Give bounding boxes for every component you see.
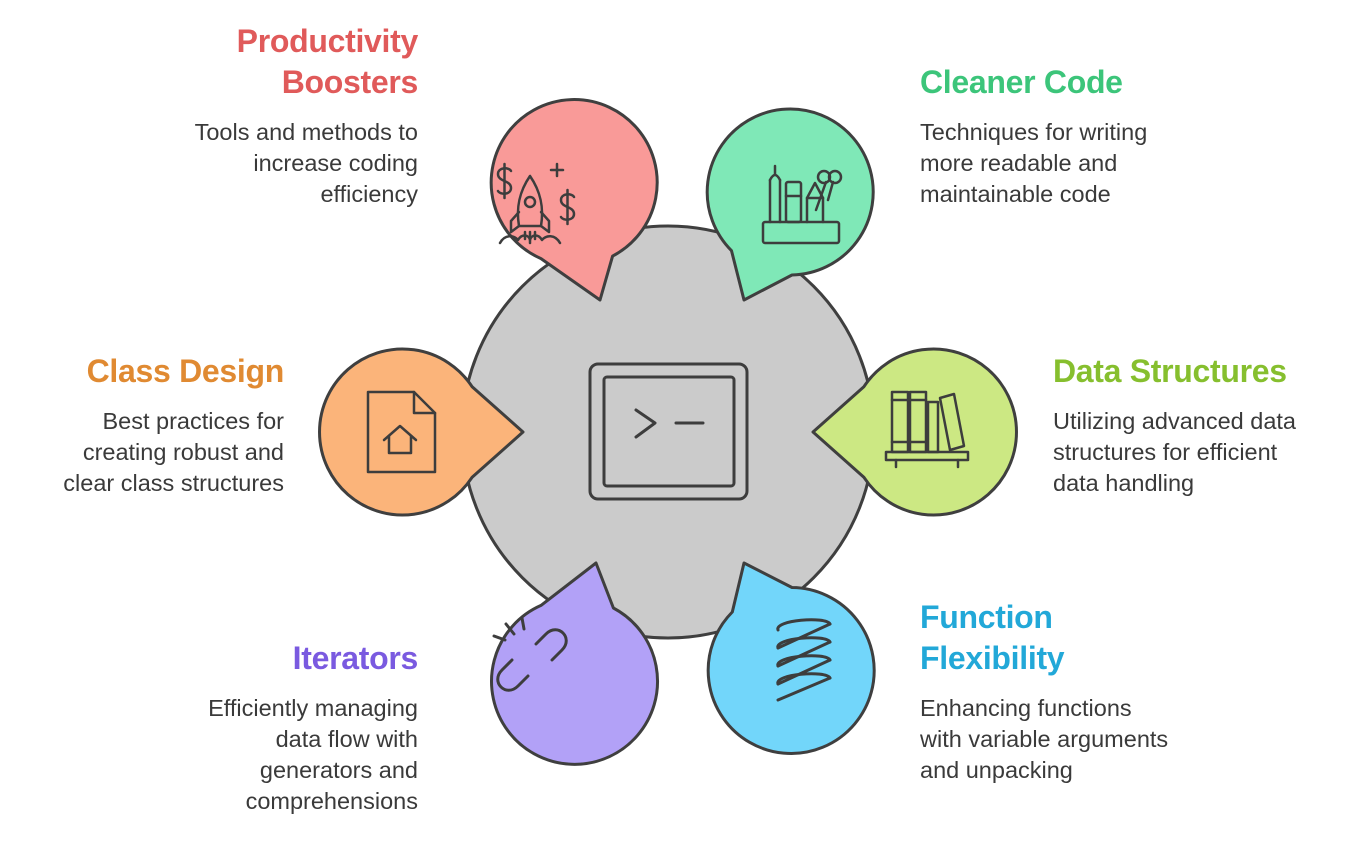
desc-productivity: Tools and methods to increase coding eff… bbox=[118, 117, 418, 210]
title-iterators: Iterators bbox=[118, 638, 419, 679]
title-line: Iterators bbox=[292, 640, 419, 676]
desc-line: structures for efficient bbox=[1053, 439, 1278, 465]
desc-line: clear class structures bbox=[63, 470, 284, 496]
broken-link-icon bbox=[492, 616, 568, 692]
desc-line: Utilizing advanced data bbox=[1053, 408, 1296, 434]
title-line: Function bbox=[920, 599, 1053, 635]
block-productivity: Productivity Boosters Tools and methods … bbox=[118, 21, 419, 210]
desc-iterators: Efficiently managing data flow with gene… bbox=[118, 693, 418, 817]
desc-line: maintainable code bbox=[920, 181, 1111, 207]
block-class: Class Design Best practices for creating… bbox=[14, 351, 284, 499]
desc-line: Efficiently managing bbox=[208, 695, 418, 721]
title-productivity: Productivity Boosters bbox=[118, 21, 419, 103]
desc-line: data handling bbox=[1053, 470, 1195, 496]
title-line: Data Structures bbox=[1053, 353, 1287, 389]
title-line: Class Design bbox=[86, 353, 285, 389]
petal-class bbox=[318, 347, 525, 517]
desc-line: generators and bbox=[259, 757, 418, 783]
title-function: Function Flexibility bbox=[920, 597, 1250, 679]
stationery-holder-icon bbox=[761, 164, 843, 245]
desc-line: more readable and bbox=[920, 150, 1118, 176]
bookshelf-icon bbox=[884, 390, 970, 469]
block-cleaner: Cleaner Code Techniques for writing more… bbox=[920, 62, 1250, 210]
desc-cleaner: Techniques for writing more readable and… bbox=[920, 117, 1250, 210]
desc-function: Enhancing functions with variable argume… bbox=[920, 693, 1250, 786]
title-line: Flexibility bbox=[920, 640, 1065, 676]
desc-line: and unpacking bbox=[920, 757, 1073, 783]
desc-line: increase coding bbox=[253, 150, 418, 176]
desc-line: creating robust and bbox=[82, 439, 284, 465]
file-home-icon bbox=[366, 390, 437, 474]
block-function: Function Flexibility Enhancing functions… bbox=[920, 597, 1250, 786]
desc-line: Best practices for bbox=[102, 408, 284, 434]
desc-class: Best practices for creating robust and c… bbox=[14, 406, 284, 499]
desc-line: with variable arguments bbox=[920, 726, 1169, 752]
desc-line: data flow with bbox=[275, 726, 418, 752]
desc-line: Tools and methods to bbox=[194, 119, 418, 145]
desc-data: Utilizing advanced data structures for e… bbox=[1053, 406, 1353, 499]
title-data: Data Structures bbox=[1053, 351, 1353, 392]
title-line: Productivity bbox=[236, 23, 419, 59]
title-class: Class Design bbox=[14, 351, 285, 392]
terminal-icon bbox=[588, 362, 749, 501]
petal-data bbox=[811, 347, 1018, 517]
rocket-money-icon bbox=[496, 162, 576, 245]
block-data: Data Structures Utilizing advanced data … bbox=[1053, 351, 1353, 499]
petal-cleaner bbox=[705, 107, 875, 302]
desc-line: comprehensions bbox=[245, 788, 418, 814]
spring-icon bbox=[776, 618, 832, 702]
title-line: Cleaner Code bbox=[920, 64, 1123, 100]
desc-line: Techniques for writing bbox=[920, 119, 1148, 145]
petal-iterators bbox=[490, 561, 660, 766]
desc-line: efficiency bbox=[320, 181, 418, 207]
desc-line: Enhancing functions bbox=[920, 695, 1132, 721]
petal-productivity bbox=[489, 98, 659, 302]
block-iterators: Iterators Efficiently managing data flow… bbox=[118, 638, 418, 817]
title-cleaner: Cleaner Code bbox=[920, 62, 1250, 103]
title-line: Boosters bbox=[281, 64, 419, 100]
